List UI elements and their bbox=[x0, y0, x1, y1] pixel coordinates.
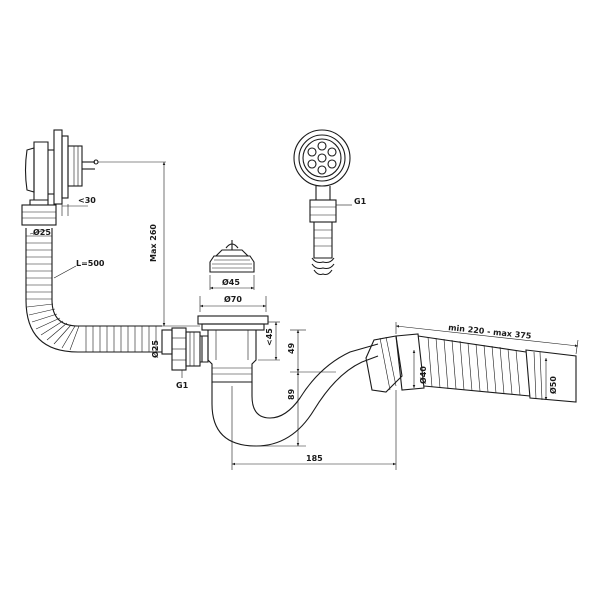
max-height-dimension bbox=[98, 161, 200, 327]
outlet-length-label: min 220 - max 375 bbox=[448, 323, 532, 341]
strainer-thread-label: G1 bbox=[354, 197, 367, 206]
thread-label-left: G1 bbox=[176, 381, 189, 390]
overflow-hose bbox=[25, 228, 162, 353]
outlet-diameter-40-label: Ø40 bbox=[418, 366, 428, 384]
drain-body bbox=[197, 296, 280, 383]
length-dimension bbox=[231, 386, 397, 470]
height-49-label: 49 bbox=[287, 342, 296, 354]
height-89-label: 89 bbox=[287, 388, 296, 400]
hose-diameter-label-left: Ø25 bbox=[150, 340, 160, 358]
depth-45-label: <45 bbox=[265, 328, 274, 346]
drain-diameter-label: Ø70 bbox=[224, 294, 242, 304]
drain-plug bbox=[209, 240, 255, 290]
outlet-diameter-50-label: Ø50 bbox=[548, 376, 558, 394]
hose-length-label: L=500 bbox=[76, 259, 105, 268]
left-connector bbox=[161, 327, 209, 378]
strainer bbox=[293, 129, 352, 276]
s-trap bbox=[211, 343, 379, 447]
overflow-diameter-label: Ø25 bbox=[33, 227, 51, 237]
overflow-assembly bbox=[21, 129, 99, 226]
overflow-angle-label: <30 bbox=[78, 196, 96, 205]
plug-diameter-label: Ø45 bbox=[222, 277, 240, 287]
height-dimensions bbox=[256, 329, 336, 447]
max-height-label: Max 260 bbox=[149, 224, 158, 262]
outlet-assembly bbox=[365, 322, 579, 403]
length-185-label: 185 bbox=[306, 454, 323, 463]
